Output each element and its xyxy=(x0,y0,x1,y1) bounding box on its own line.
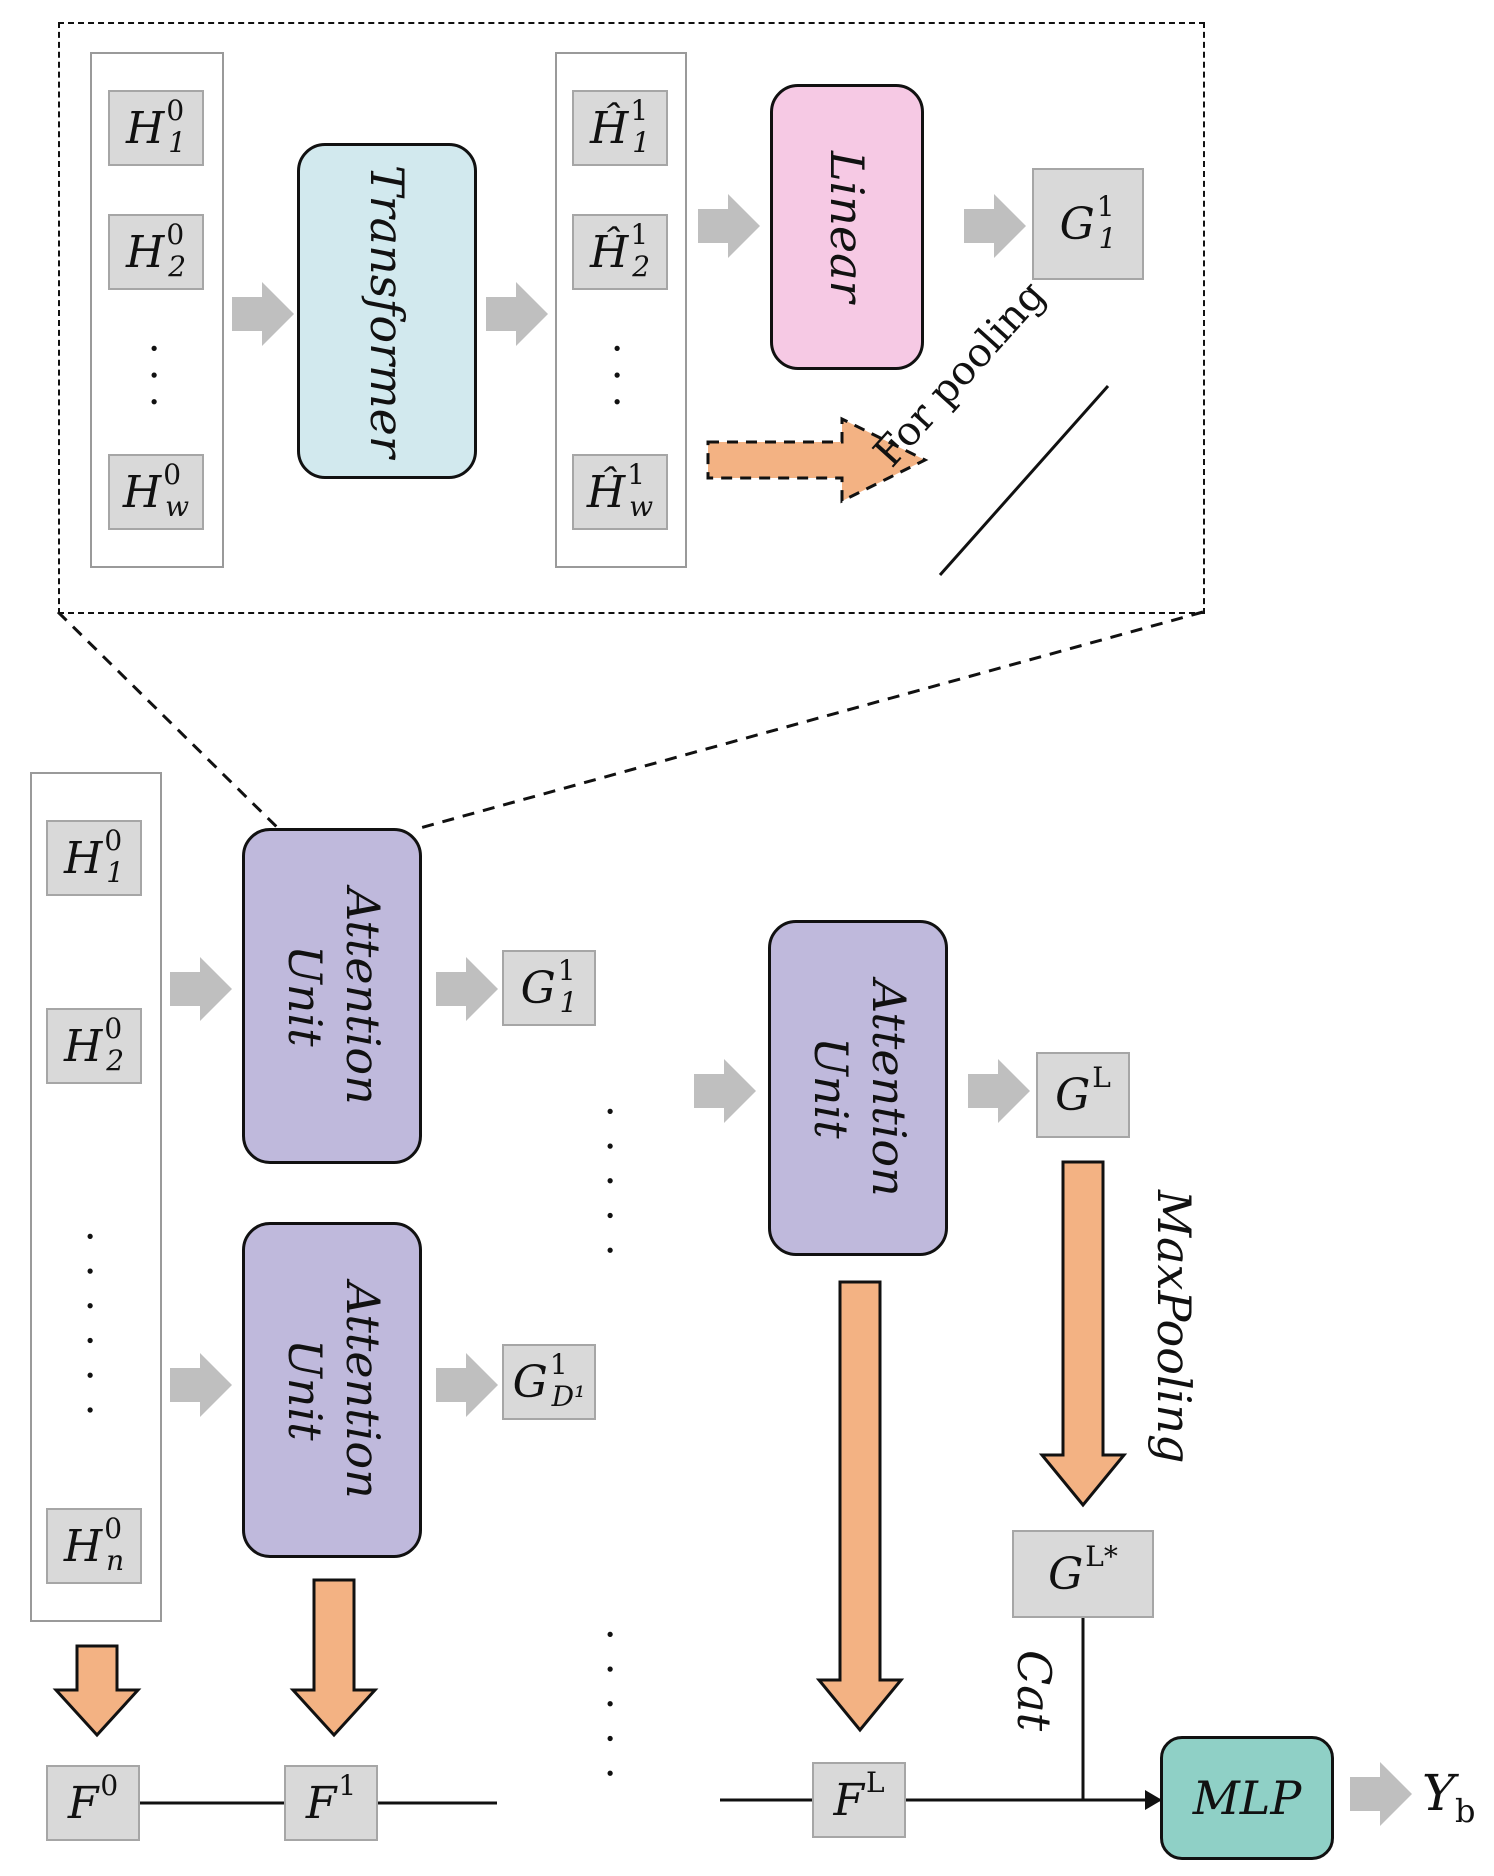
orange-arrow-maxpool xyxy=(1038,1160,1128,1508)
gray-arrow-8 xyxy=(436,1353,498,1417)
zoom-projection-line-right xyxy=(419,610,1204,830)
gray-arrow-1 xyxy=(232,282,294,346)
gray-arrow-6 xyxy=(436,957,498,1021)
attention-unit-1-label: Attention Unit xyxy=(278,887,390,1105)
output-yb: Yb xyxy=(1422,1764,1476,1830)
orange-arrow-f0 xyxy=(52,1644,142,1738)
attention-unit-l-label: Attention Unit xyxy=(804,979,916,1197)
maxpooling-label: MaxPooling xyxy=(1147,1190,1201,1464)
attention-unit-2-label: Attention Unit xyxy=(278,1281,390,1499)
zoom-projection-line-left xyxy=(56,610,287,837)
gray-arrow-11 xyxy=(1350,1762,1412,1826)
zoom-input-ellipsis: ... xyxy=(142,342,188,423)
mlp-block: MLP xyxy=(1160,1736,1334,1860)
gray-arrows xyxy=(170,194,1412,1826)
gray-arrow-3 xyxy=(698,194,760,258)
for-pooling-arrow xyxy=(706,416,929,504)
orange-arrow-f1 xyxy=(289,1578,379,1738)
layer-ellipsis-lower: ..... xyxy=(598,1628,644,1802)
input-column xyxy=(30,772,162,1622)
orange-arrows xyxy=(52,1160,1128,1738)
transformer-label: Transformer xyxy=(360,164,414,458)
gray-arrow-7 xyxy=(170,1353,232,1417)
zoom-hidden-ellipsis: ... xyxy=(605,342,651,423)
gray-arrow-4 xyxy=(964,194,1026,258)
orange-arrow-fl xyxy=(815,1280,905,1733)
cat-label: Cat xyxy=(1007,1650,1061,1732)
attention-unit-2: Attention Unit xyxy=(242,1222,422,1558)
gray-arrow-10 xyxy=(968,1059,1030,1123)
linear-label: Linear xyxy=(820,151,874,303)
layer-ellipsis-upper: ..... xyxy=(598,1105,644,1279)
for-pooling-underline xyxy=(938,385,1110,576)
gray-arrow-2 xyxy=(486,282,548,346)
transformer-block: Transformer xyxy=(297,143,477,479)
attention-unit-l: Attention Unit xyxy=(768,920,948,1256)
mlp-label: MLP xyxy=(1192,1771,1302,1825)
linear-block: Linear xyxy=(770,84,924,370)
input-ellipsis: ...... xyxy=(78,1230,124,1439)
attention-unit-1: Attention Unit xyxy=(242,828,422,1164)
gray-arrow-9 xyxy=(694,1059,756,1123)
gray-arrow-5 xyxy=(170,957,232,1021)
mlp-arrowhead xyxy=(1145,1790,1162,1810)
zoom-frame xyxy=(58,22,1205,614)
